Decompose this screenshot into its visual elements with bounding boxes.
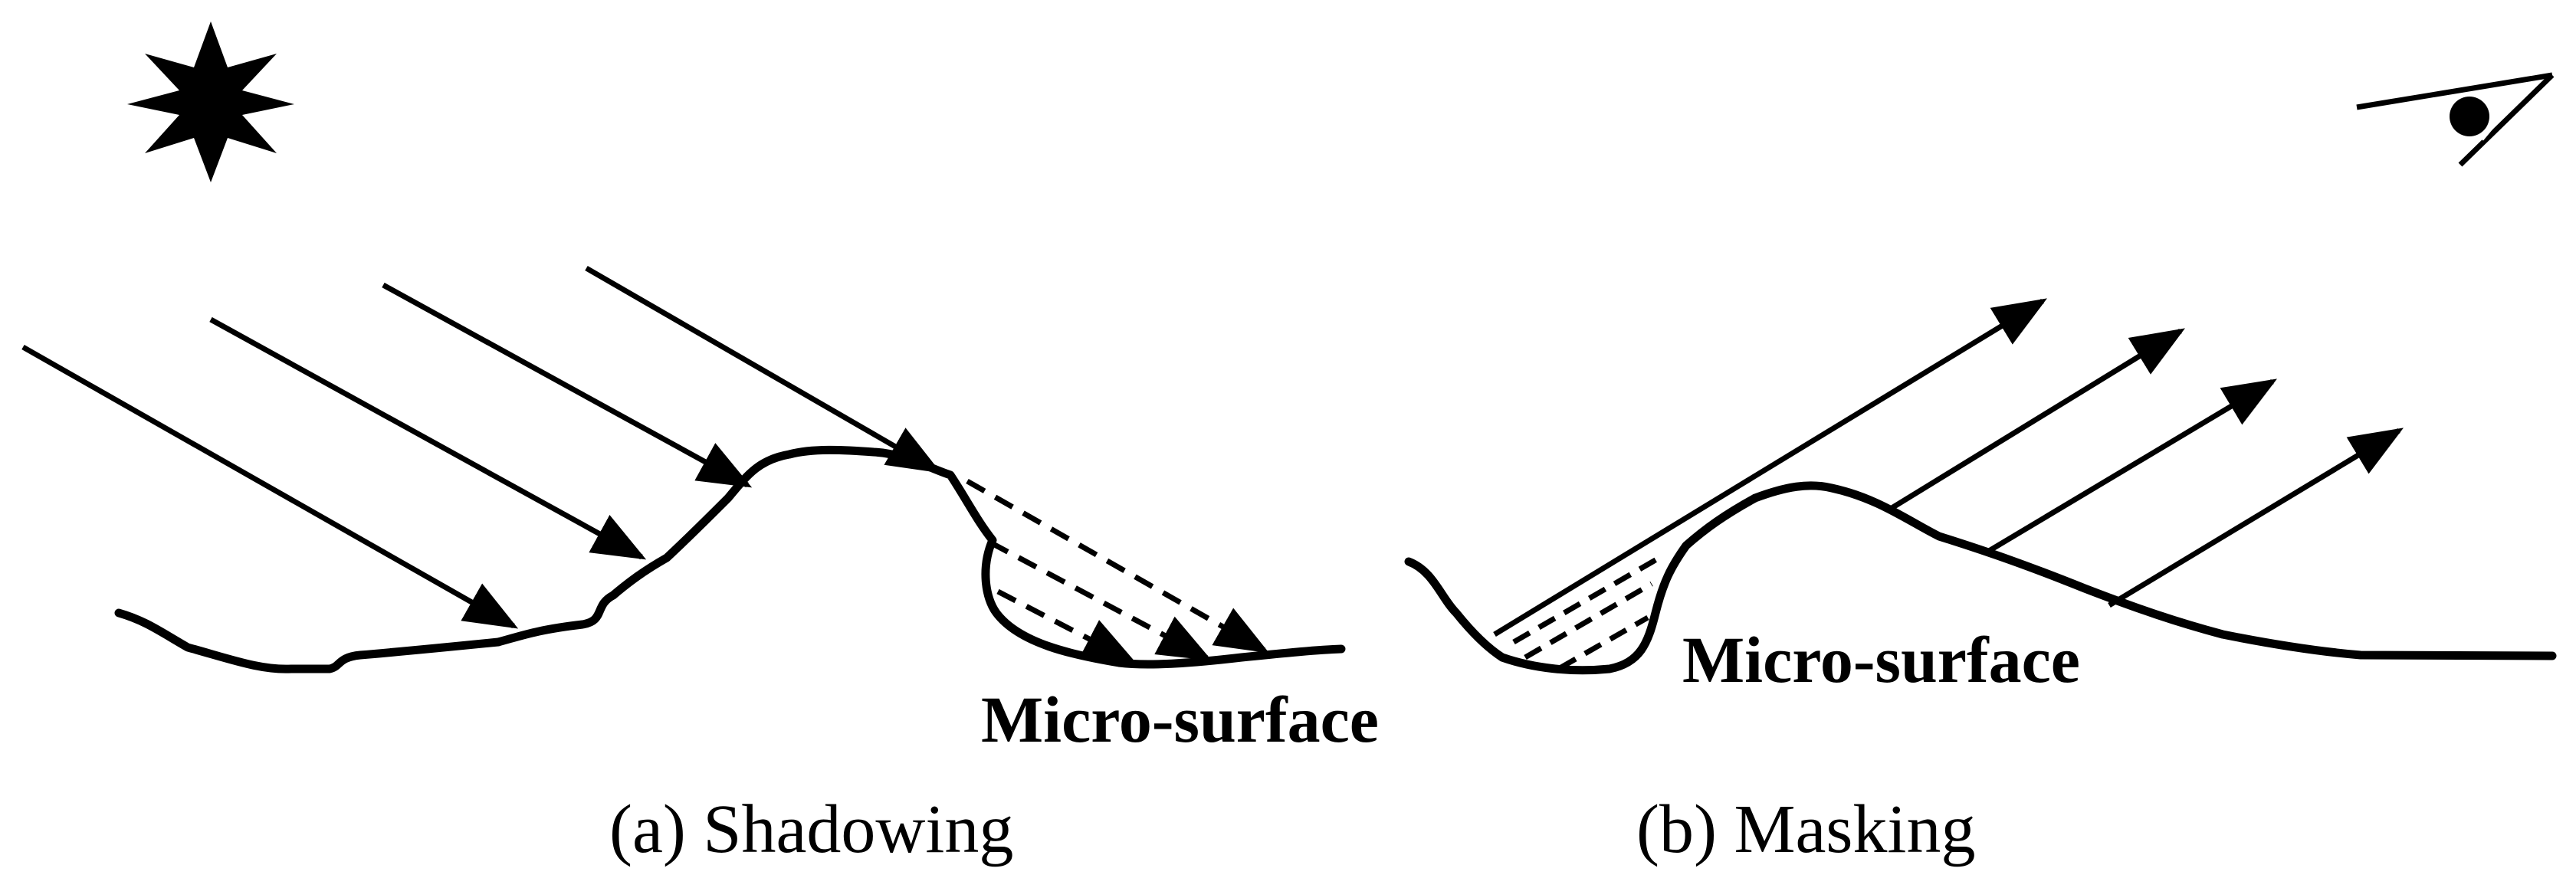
masked-ray-3 [1558,614,1649,671]
reflected-ray-2 [1888,328,2185,512]
incident-ray-4 [585,265,942,473]
eye-icon [2356,72,2555,167]
shadow-ray-3 [996,588,1137,664]
micro-surface-label-b: Micro-surface [1682,623,2080,696]
reflected-ray-4 [2108,428,2404,608]
shadow-ray-2 [989,539,1213,661]
micro-surface-b [1404,481,2557,675]
reflected-ray-1 [1493,298,2047,637]
reflected-ray-3 [1984,378,2278,556]
panel-shadowing: Micro-surface (a) Shadowing [21,21,1379,867]
panel-masking: Micro-surface (b) Masking [1404,72,2557,867]
masked-ray-2 [1524,581,1653,660]
incident-ray-1 [21,344,519,629]
micro-surface-a [114,445,1346,673]
incident-ray-2 [209,316,647,560]
caption-masking: (b) Masking [1636,791,1975,867]
shadow-ray-1 [966,478,1270,654]
caption-shadowing: (a) Shadowing [609,791,1013,867]
masked-ray-1 [1512,555,1661,645]
sun-icon [127,21,294,182]
micro-surface-label-a: Micro-surface [981,683,1379,756]
incident-ray-3 [382,282,753,488]
